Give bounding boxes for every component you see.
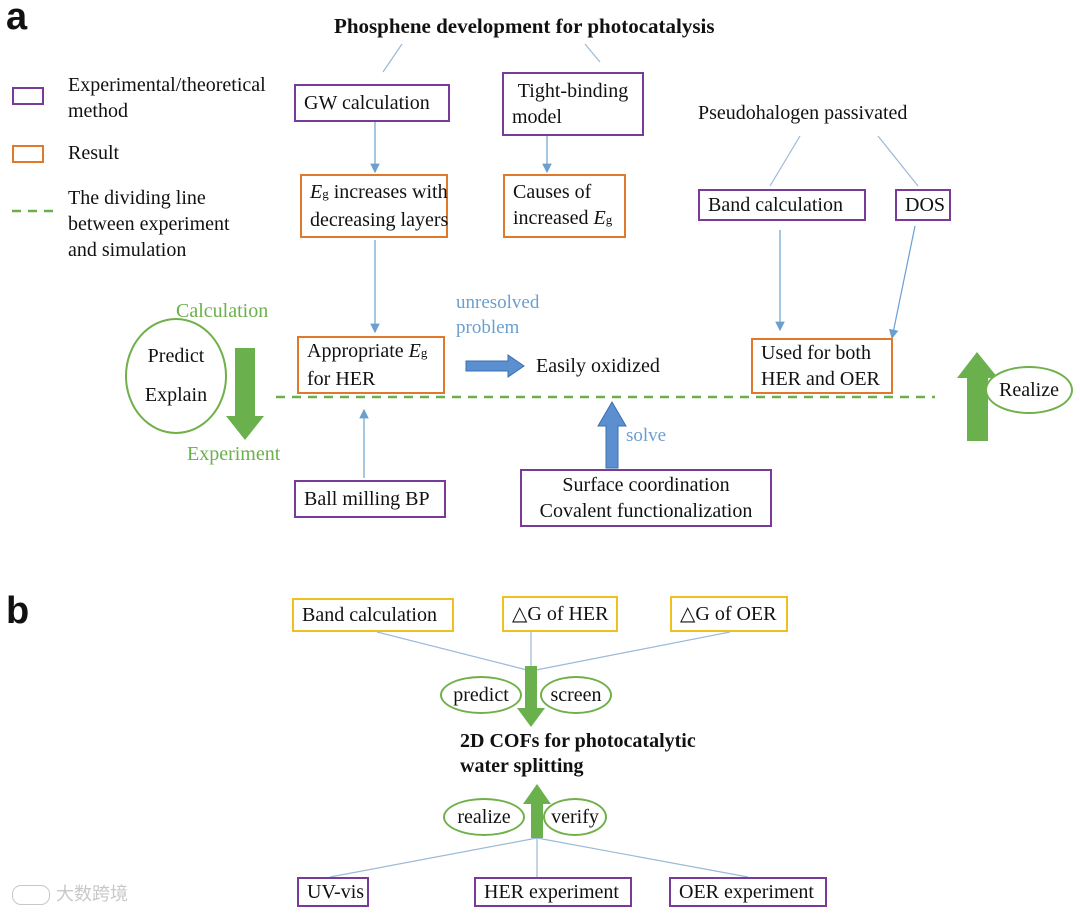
b-screen-label: screen [550, 683, 602, 706]
tight-binding-box: Tight-binding model [502, 72, 644, 136]
b-uv-vis-label: UV-vis [307, 881, 365, 903]
easily-oxidized-label: Easily oxidized [536, 355, 660, 377]
unresolved-arrow [465, 354, 525, 378]
gw-calculation-label: GW calculation [304, 92, 430, 114]
title-line-right [584, 43, 601, 63]
experiment-label: Experiment [187, 443, 281, 465]
dos-box: DOS [895, 189, 951, 221]
calc-to-exp-arrow [226, 348, 264, 440]
pseudo-line-right [877, 135, 919, 187]
appropriate-line1: Appropriate Eg [307, 340, 428, 362]
solve-label: solve [626, 425, 667, 446]
surface-line2: Covalent functionalization [539, 500, 753, 522]
b-title-line2: water splitting [460, 755, 584, 777]
appropriate-line2: for HER [307, 368, 376, 390]
realize-arrow [957, 352, 998, 441]
legend-result-swatch [12, 145, 44, 163]
causes-line1: Causes of [513, 181, 592, 203]
legend-method-swatch [12, 87, 44, 105]
legend-divider-label-3: and simulation [68, 239, 187, 261]
panel-b-label: b [6, 590, 30, 632]
b-down-arrow [517, 666, 545, 727]
predict-label: Predict [147, 345, 205, 367]
b-her-experiment-box: HER experiment [474, 877, 632, 907]
solve-arrow [597, 401, 627, 469]
legend-method-label-1: Experimental/theoretical [68, 74, 266, 96]
legend-divider-label-2: between experiment [68, 213, 230, 235]
ball-milling-label: Ball milling BP [304, 488, 430, 510]
eg-increases-box: Eg increases with decreasing layers [300, 174, 448, 238]
eg-increases-line2: decreasing layers [310, 209, 449, 231]
calculation-label: Calculation [176, 300, 269, 322]
b-realize-label: realize [457, 805, 511, 828]
gw-calculation-box: GW calculation [294, 84, 450, 122]
band-calculation-box: Band calculation [698, 189, 866, 221]
b-line-oerexp [536, 837, 749, 878]
watermark: 大数跨境 [12, 880, 128, 906]
dos-label: DOS [905, 194, 946, 216]
causes-box: Causes of increased Eg [503, 174, 626, 238]
legend-result-label: Result [68, 142, 120, 164]
b-line-uv [329, 837, 538, 878]
realize-label: Realize [999, 378, 1059, 401]
b-dg-oer-label: △G of OER [680, 603, 777, 625]
b-band-calculation-box: Band calculation [292, 598, 454, 632]
b-line-band [376, 631, 532, 672]
appropriate-eg-box: Appropriate Eg for HER [297, 336, 445, 394]
used-line2: HER and OER [761, 368, 880, 390]
band-calculation-label: Band calculation [708, 194, 843, 216]
b-oer-experiment-box: OER experiment [669, 877, 827, 907]
b-uv-vis-box: UV-vis [297, 877, 369, 907]
tight-binding-line1: Tight-binding [517, 80, 629, 102]
realize-oval: Realize [985, 366, 1073, 414]
b-up-arrow [523, 784, 551, 838]
ball-milling-box: Ball milling BP [294, 480, 446, 518]
b-her-experiment-label: HER experiment [484, 881, 619, 903]
unresolved-line2: problem [456, 317, 520, 338]
b-predict-oval: predict [440, 676, 522, 714]
unresolved-line1: unresolved [456, 292, 540, 313]
b-line-oer [530, 631, 731, 672]
b-title-line1: 2D COFs for photocatalytic [460, 730, 696, 752]
explain-label: Explain [144, 384, 208, 406]
panel-a-title: Phosphene development for photocatalysis [334, 14, 715, 38]
eg-increases-line1: Eg increases with [310, 181, 448, 203]
b-screen-oval: screen [540, 676, 612, 714]
used-for-both-box: Used for both HER and OER [751, 338, 893, 394]
panel-a-label: a [6, 0, 28, 38]
legend-method-label-2: method [68, 100, 128, 122]
b-realize-oval: realize [443, 798, 525, 836]
used-line1: Used for both [761, 342, 871, 364]
pseudohalogen-label: Pseudohalogen passivated [698, 102, 908, 124]
tight-binding-line2: model [512, 106, 562, 128]
b-band-calculation-label: Band calculation [302, 604, 437, 626]
watermark-logo-icon [12, 885, 50, 905]
causes-line2: increased Eg [513, 207, 613, 229]
b-verify-oval: verify [543, 798, 607, 836]
arrow-dos-to-used [888, 225, 916, 340]
legend-divider-label-1: The dividing line [68, 187, 206, 209]
b-dg-her-box: △G of HER [502, 596, 618, 632]
predict-explain-oval: Predict Explain [125, 318, 227, 434]
title-line-left [382, 43, 403, 73]
b-oer-experiment-label: OER experiment [679, 881, 814, 903]
b-dg-her-label: △G of HER [512, 603, 609, 625]
b-dg-oer-box: △G of OER [670, 596, 788, 632]
b-predict-label: predict [453, 683, 509, 706]
surface-line1: Surface coordination [562, 474, 730, 496]
pseudo-line-left [769, 135, 801, 187]
b-verify-label: verify [551, 805, 599, 828]
watermark-text: 大数跨境 [56, 884, 128, 905]
surface-coordination-box: Surface coordination Covalent functional… [520, 469, 772, 527]
